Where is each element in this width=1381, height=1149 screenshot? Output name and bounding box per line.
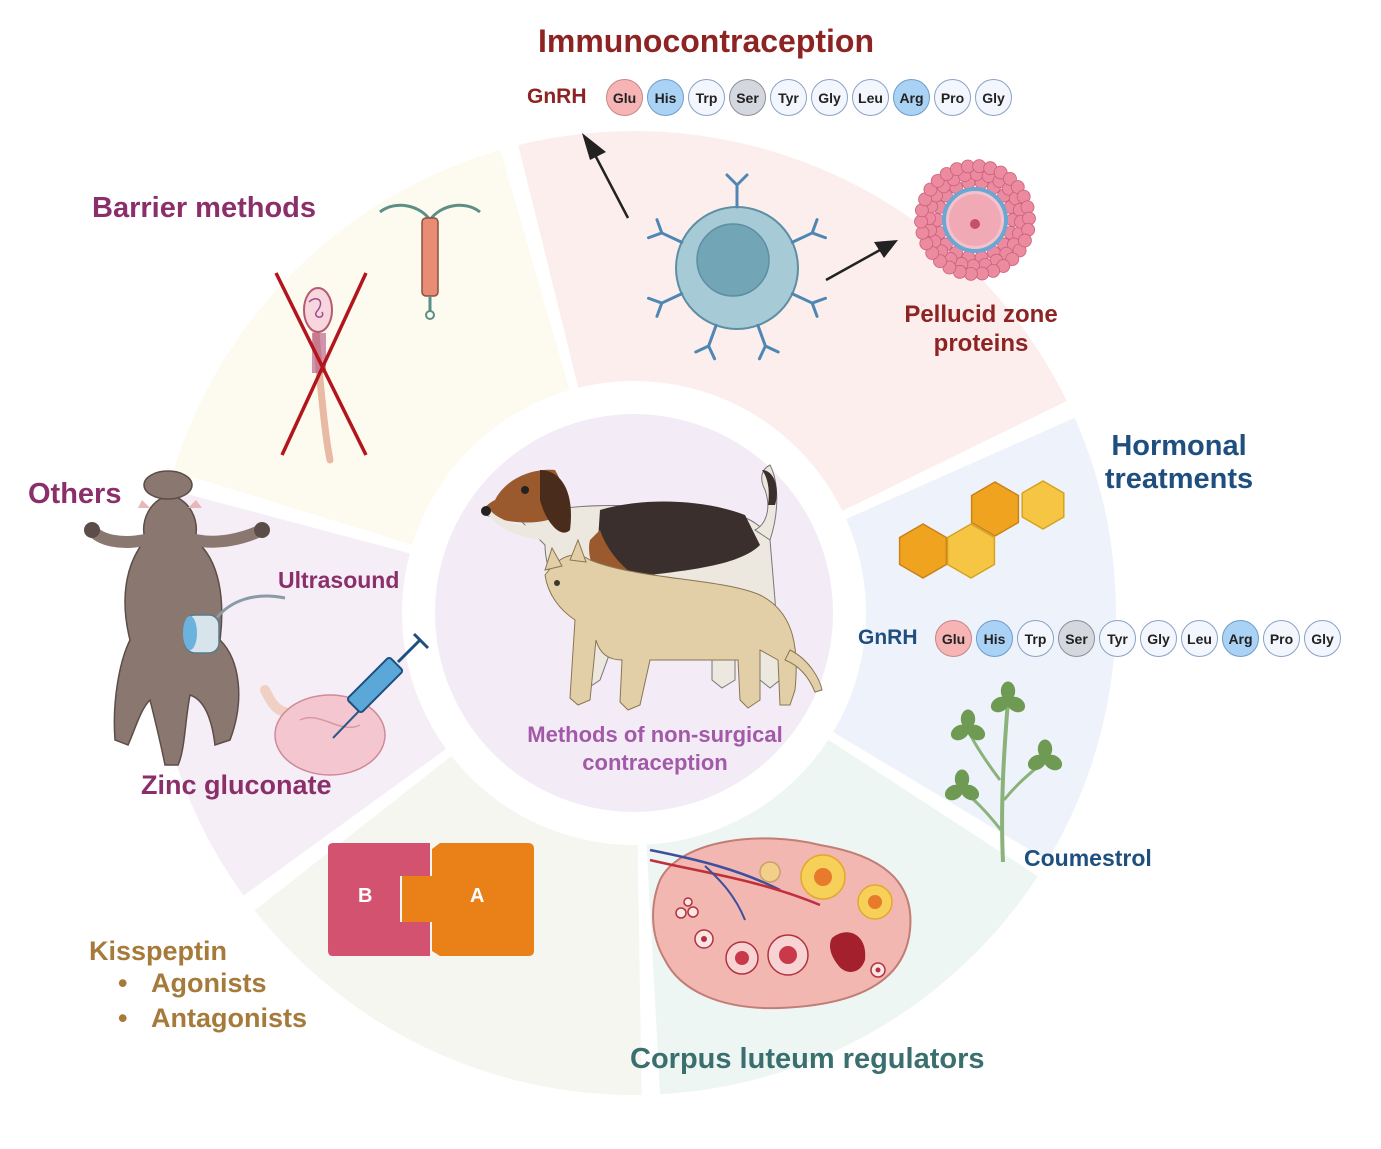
gnrh-label-hormonal: GnRH (858, 626, 918, 649)
amino-acid-pro: Pro (1263, 620, 1300, 657)
kisspeptin-list: Agonists Antagonists (118, 966, 307, 1036)
zinc-gluconate-label: Zinc gluconate (141, 770, 332, 800)
amino-acid-trp: Trp (1017, 620, 1054, 657)
arrow-to-pellucid (825, 240, 898, 282)
kisspeptin-item-antagonists: Antagonists (118, 1001, 307, 1036)
kisspeptin-item-agonists: Agonists (118, 966, 307, 1001)
amino-acid-ser: Ser (729, 79, 766, 116)
amino-acid-pro: Pro (934, 79, 971, 116)
pellucid-zone-label: Pellucid zone proteins (903, 300, 1059, 358)
sector-others (151, 489, 447, 896)
sector-barrier (173, 149, 570, 545)
others-title: Others (28, 478, 122, 510)
puzzle-piece-a (402, 843, 534, 956)
testicle-illustration (260, 685, 386, 776)
kitten-illustration (84, 470, 270, 766)
ultrasound-label: Ultrasound (278, 567, 400, 593)
iud-illustration (379, 203, 481, 320)
hormone-molecule-icon (898, 480, 1065, 579)
arrow-to-gnrh (582, 133, 630, 219)
center-label: Methods of non-surgical contraception (512, 721, 798, 777)
puzzle-a-label: A (470, 885, 485, 907)
clover-plant-illustration (944, 681, 1063, 863)
coumestrol-label: Coumestrol (1024, 845, 1152, 871)
syringe-icon (332, 632, 430, 739)
hormonal-line-1: Hormonal (1111, 430, 1247, 462)
amino-acid-gly: Gly (1304, 620, 1341, 657)
b-cell-illustration (646, 173, 828, 361)
ovary-illustration (649, 837, 912, 1010)
amino-acid-trp: Trp (688, 79, 725, 116)
amino-acid-ser: Ser (1058, 620, 1095, 657)
immunocontraception-title: Immunocontraception (538, 23, 875, 59)
pellucid-line-1: Pellucid zone (904, 301, 1058, 328)
center-label-line-2: contraception (582, 750, 728, 775)
amino-acid-arg: Arg (1222, 620, 1259, 657)
pellucid-line-2: proteins (933, 330, 1029, 357)
puzzle-b-label: B (358, 885, 373, 907)
amino-acid-gly: Gly (1140, 620, 1177, 657)
hormonal-treatments-title: Hormonal treatments (1102, 430, 1256, 496)
amino-acid-tyr: Tyr (1099, 620, 1136, 657)
amino-acid-glu: Glu (935, 620, 972, 657)
corpus-luteum-title: Corpus luteum regulators (630, 1043, 985, 1075)
kisspeptin-title: Kisspeptin (89, 936, 228, 966)
center-label-line-1: Methods of non-surgical (527, 722, 783, 747)
amino-acid-leu: Leu (1181, 620, 1218, 657)
hormonal-line-2: treatments (1104, 463, 1254, 495)
amino-acid-arg: Arg (893, 79, 930, 116)
amino-acid-gly: Gly (975, 79, 1012, 116)
sector-immunocontraception (518, 131, 1067, 511)
cat-illustration (544, 538, 823, 711)
amino-acid-his: His (647, 79, 684, 116)
amino-acid-his: His (976, 620, 1013, 657)
amino-acid-glu: Glu (606, 79, 643, 116)
gnrh-label-immuno: GnRH (527, 85, 587, 108)
oocyte-illustration (914, 159, 1036, 281)
puzzle-piece-b (328, 843, 430, 956)
barrier-methods-title: Barrier methods (92, 192, 317, 224)
crossed-out-x-icon (274, 272, 368, 456)
condom-illustration (303, 287, 334, 464)
amino-acid-gly: Gly (811, 79, 848, 116)
amino-acid-tyr: Tyr (770, 79, 807, 116)
amino-acid-leu: Leu (852, 79, 889, 116)
ultrasound-probe-icon (183, 594, 286, 654)
